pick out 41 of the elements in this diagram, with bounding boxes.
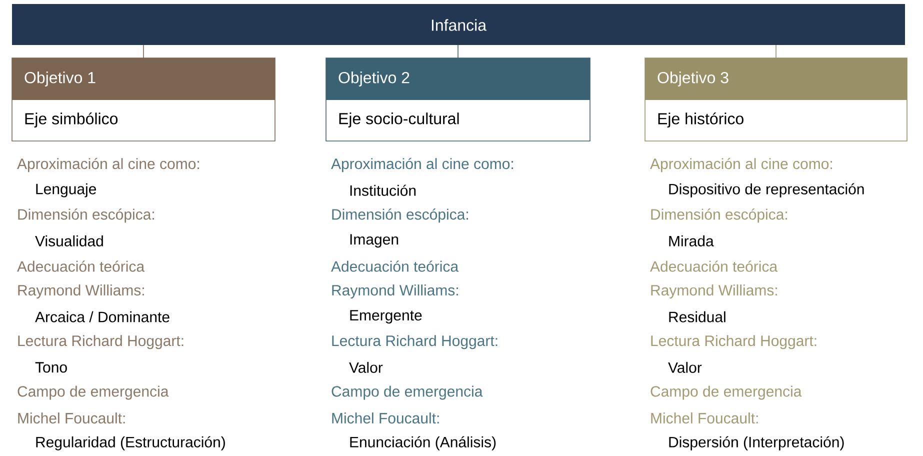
heading-text: Dimensión escópica: <box>18 208 154 223</box>
heading-text: Adecuación teórica <box>650 260 778 272</box>
value-text: Emergente <box>350 310 422 324</box>
heading-text: Raymond Williams: <box>332 284 458 298</box>
value-text: Tono <box>35 362 67 373</box>
value-text: Institución <box>350 184 416 196</box>
value-text: Valor <box>668 362 702 373</box>
heading-text: Aproximación al cine como: <box>331 158 513 172</box>
value-text: Imagen <box>350 234 398 248</box>
heading-text: Lectura Richard Hoggart: <box>651 335 816 350</box>
connector-line <box>143 44 144 58</box>
objective-box: Objetivo 2 Eje socio-cultural <box>326 58 590 142</box>
heading-text: Michel Foucault: <box>651 412 758 424</box>
heading-text: Raymond Williams: <box>651 284 777 298</box>
objective-box: Objetivo 1 Eje simbólico <box>12 58 276 142</box>
heading-text: Lectura Richard Hoggart: <box>332 335 498 350</box>
heading-text: Raymond Williams: <box>18 284 144 298</box>
value-text: Enunciación (Análisis) <box>350 436 496 450</box>
value-text: Visualidad <box>35 235 103 246</box>
heading-text: Adecuación teórica <box>331 260 459 272</box>
heading-text: Michel Foucault: <box>18 412 125 424</box>
heading-text: Campo de emergencia <box>650 386 802 400</box>
title-bar: Infancia <box>12 4 905 45</box>
objective-box: Objetivo 3 Eje histórico <box>644 58 908 142</box>
value-text: Lenguaje <box>36 183 96 198</box>
heading-text: Dimensión escópica: <box>332 208 468 223</box>
value-text: Regularidad (Estructuración) <box>36 436 225 450</box>
value-text: Valor <box>349 362 383 373</box>
value-text: Arcaica / Dominante <box>35 311 170 322</box>
value-text: Dispersión (Interpretación) <box>669 436 844 450</box>
value-text: Dispositivo de representación <box>669 183 864 198</box>
heading-text: Adecuación teórica <box>17 260 145 272</box>
heading-text: Campo de emergencia <box>332 386 483 400</box>
heading-text: Michel Foucault: <box>332 412 439 424</box>
value-text: Residual <box>669 311 726 322</box>
heading-text: Aproximación al cine como: <box>17 158 199 172</box>
heading-text: Campo de emergencia <box>18 386 169 400</box>
value-text: Mirada <box>669 235 714 246</box>
heading-text: Aproximación al cine como: <box>650 158 832 172</box>
heading-text: Dimensión escópica: <box>651 208 787 223</box>
heading-text: Lectura Richard Hoggart: <box>18 335 184 350</box>
